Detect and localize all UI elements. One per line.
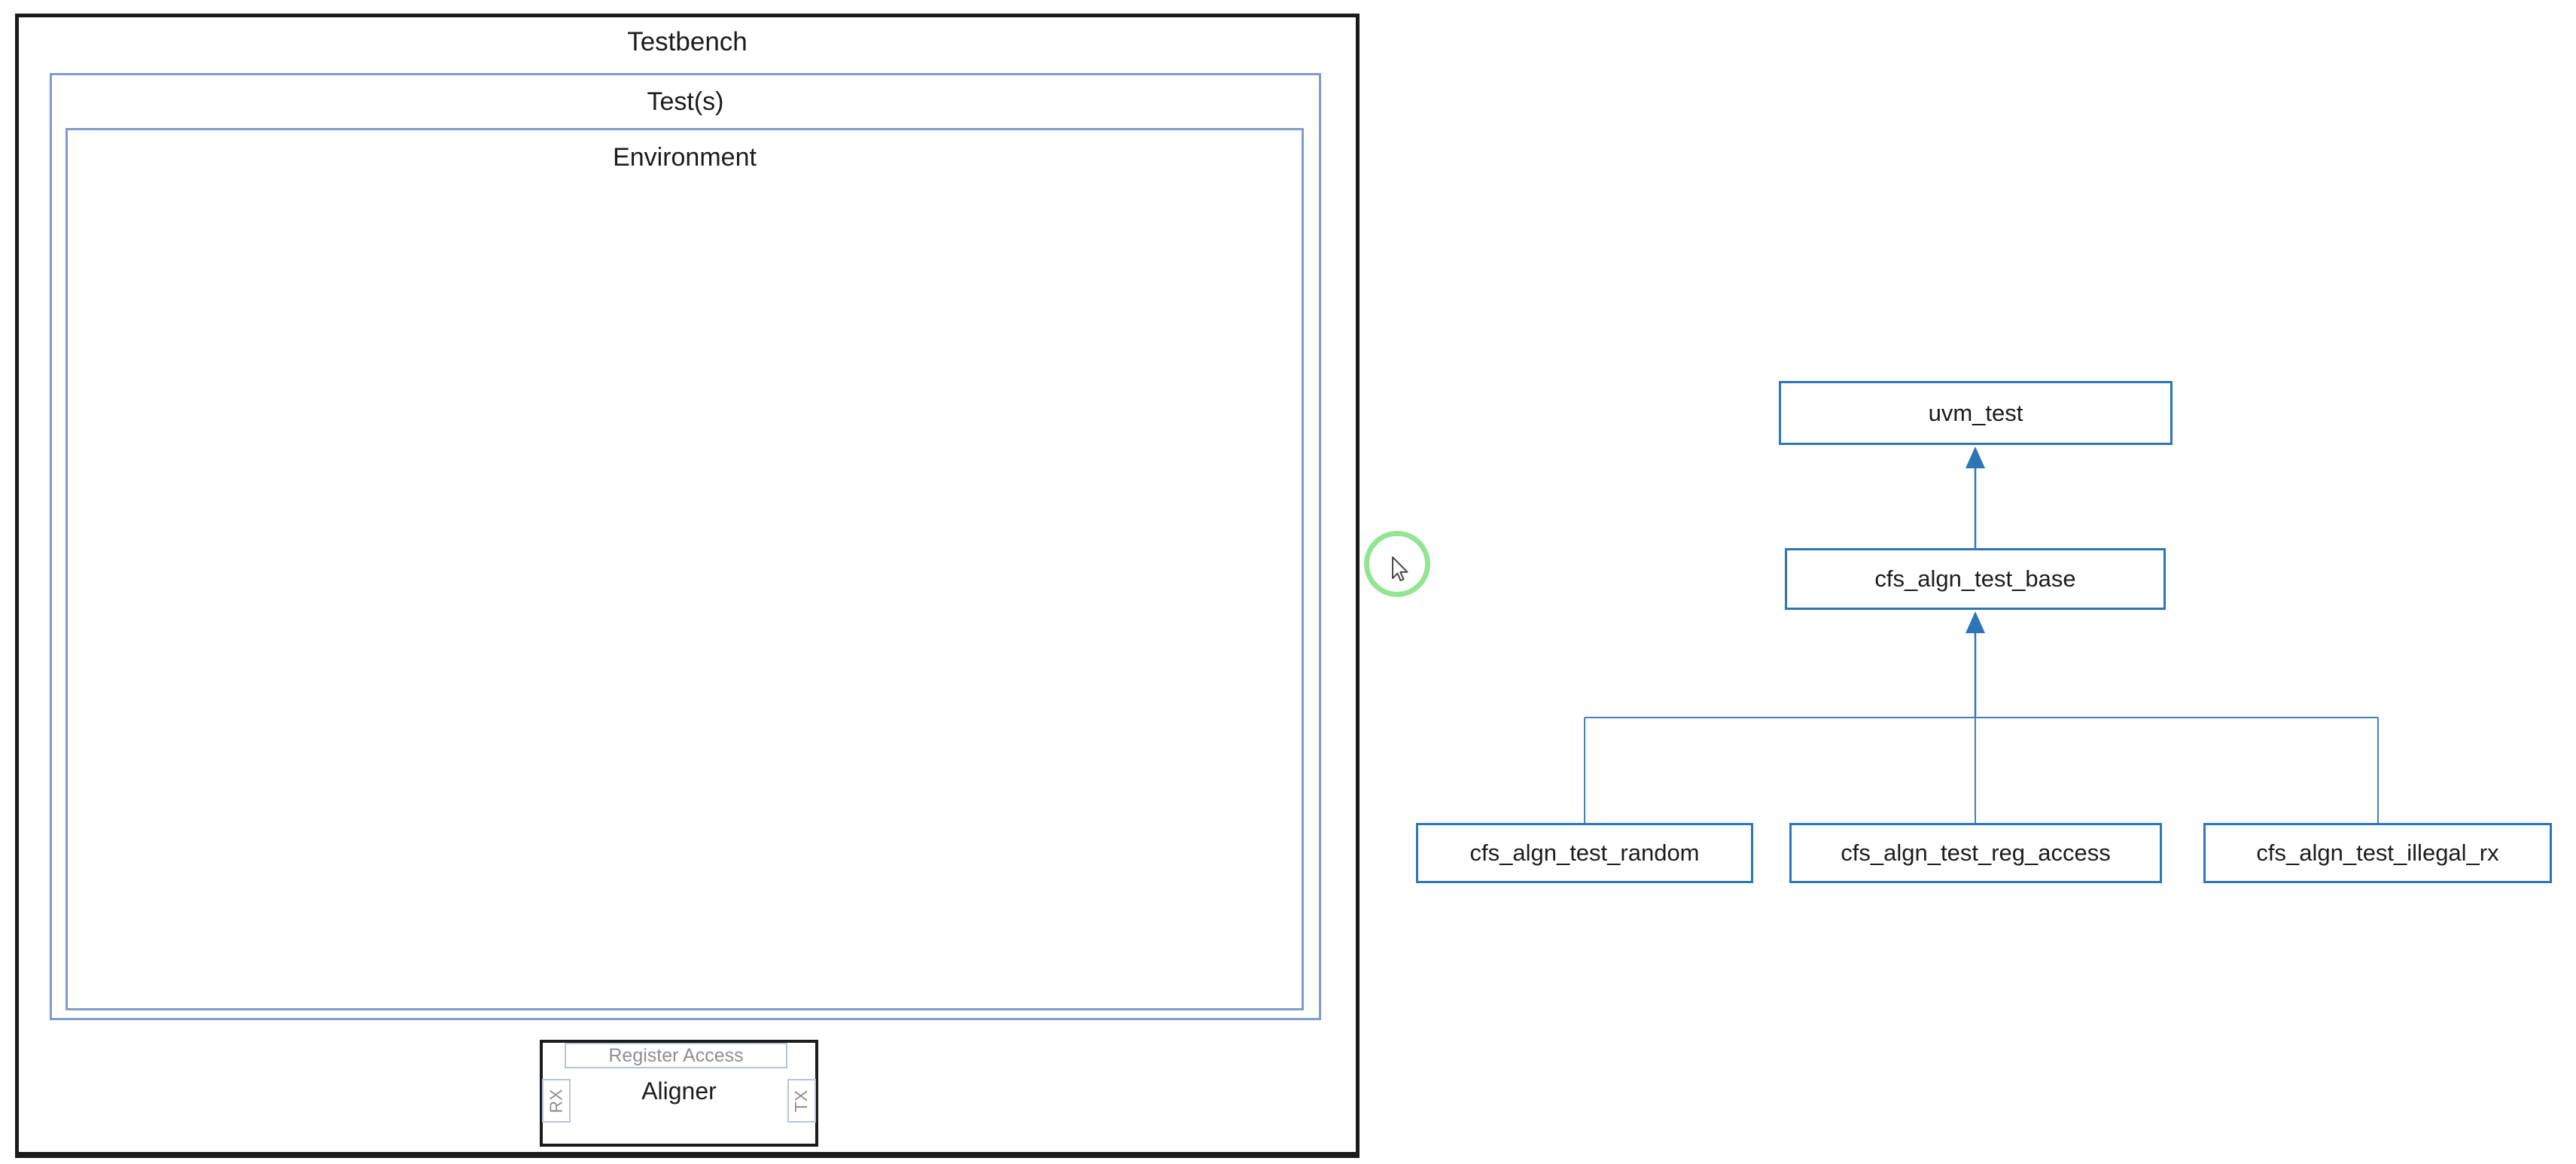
arrowhead-up-icon bbox=[1965, 446, 1985, 468]
class-box-test-reg-access: cfs_algn_test_reg_access bbox=[1789, 823, 2162, 883]
register-access-label: Register Access bbox=[608, 1044, 744, 1066]
class-box-test-random: cfs_algn_test_random bbox=[1416, 823, 1753, 883]
mouse-cursor-icon bbox=[1392, 556, 1408, 581]
cursor-highlight-ring bbox=[1364, 531, 1430, 597]
environment-title: Environment bbox=[613, 143, 757, 172]
arrowhead-up-icon bbox=[1965, 611, 1985, 633]
aligner-title: Aligner bbox=[641, 1077, 717, 1105]
tests-title: Test(s) bbox=[647, 87, 724, 116]
class-box-test-base: cfs_algn_test_base bbox=[1785, 548, 2166, 610]
class-box-test-illegal-rx: cfs_algn_test_illegal_rx bbox=[2203, 823, 2552, 883]
register-access-port-box: Register Access bbox=[565, 1043, 787, 1068]
rx-port-label: RX bbox=[546, 1089, 566, 1113]
tx-port-box: TX bbox=[787, 1079, 816, 1123]
class-box-uvm-test: uvm_test bbox=[1779, 381, 2173, 445]
aligner-dut-box: Register Access Aligner RX TX bbox=[540, 1040, 818, 1147]
tx-port-label: TX bbox=[791, 1089, 811, 1112]
rx-port-box: RX bbox=[542, 1079, 571, 1123]
testbench-title: Testbench bbox=[627, 27, 748, 56]
environment-box bbox=[65, 128, 1304, 1010]
